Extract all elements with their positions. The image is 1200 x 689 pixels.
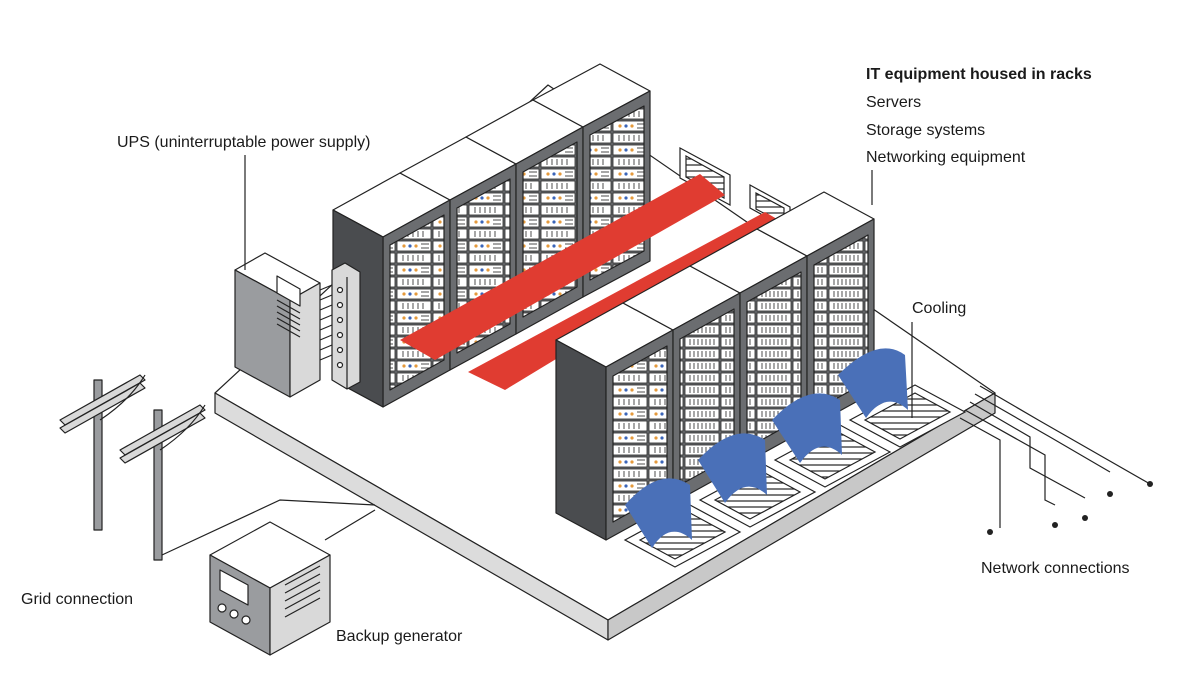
it-item-storage: Storage systems	[866, 122, 986, 139]
network-label: Network connections	[981, 560, 1130, 577]
utility-pole	[119, 404, 206, 561]
generator-label: Backup generator	[336, 628, 463, 645]
network-cables	[959, 385, 1151, 528]
backup-generator	[209, 521, 331, 656]
it-item-networking: Networking equipment	[866, 149, 1026, 166]
power-line	[161, 499, 376, 556]
cooling-airflow	[625, 348, 908, 548]
floor-vent	[623, 384, 967, 568]
hot-aisle-airflow	[400, 174, 782, 390]
network-plug	[987, 481, 1153, 535]
it-item-servers: Servers	[866, 94, 922, 111]
ups-cabinet	[234, 252, 321, 398]
grid-label: Grid connection	[21, 591, 134, 608]
leader-lines	[244, 155, 913, 418]
generator-line	[324, 509, 376, 541]
ups-label: UPS (uninterruptable power supply)	[117, 134, 371, 151]
power-distribution-unit	[319, 262, 361, 390]
cooling-label: Cooling	[912, 300, 967, 317]
utility-pole	[59, 374, 146, 531]
it-equipment-title: IT equipment housed in racks	[866, 66, 1092, 83]
